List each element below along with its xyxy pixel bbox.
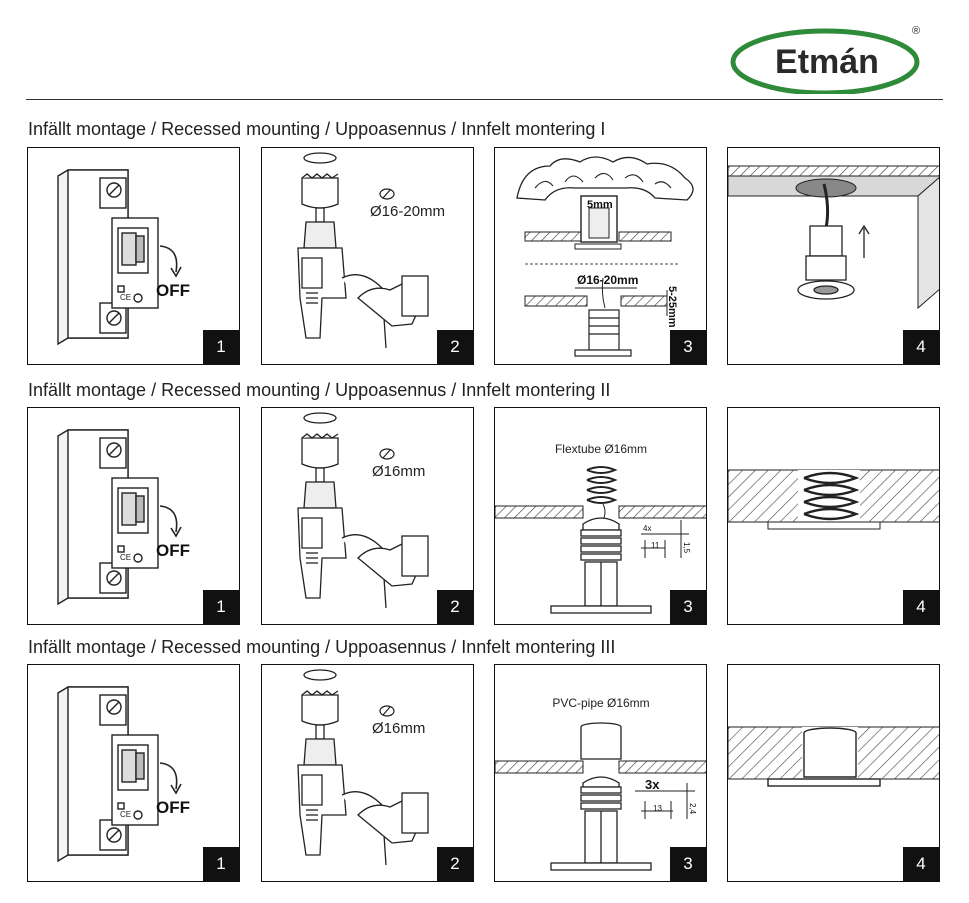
- off-label: OFF: [156, 798, 190, 817]
- step-number: 1: [203, 590, 239, 624]
- drill-illustration: Ø16-20mm: [297, 152, 445, 349]
- drill-illustration: Ø16mm: [297, 669, 429, 866]
- mounted-light-illustration: [728, 165, 939, 310]
- step-number: 3: [670, 590, 706, 624]
- hole-size-label: Ø16-20mm: [370, 203, 445, 220]
- installation-diagram: 5mm Ø16-20mm 5-25mm: [516, 156, 694, 357]
- breaker-off-illustration: CE OFF: [57, 429, 190, 606]
- panel-3-step-3: PVC-pipe Ø16mm 3x 13 2,4 3: [494, 664, 707, 882]
- breaker-off-illustration: CE OFF: [57, 686, 190, 863]
- section-title-3: Infällt montage / Recessed mounting / Up…: [28, 637, 616, 657]
- flextube-diagram: Flextube Ø16mm 4x 11 1,5: [495, 442, 706, 614]
- panel-1-step-4: 4: [727, 147, 940, 365]
- count-label: 4x: [643, 524, 651, 533]
- hole-size-label: Ø16mm: [372, 463, 425, 480]
- step-number: 3: [670, 330, 706, 364]
- svg-text:CE: CE: [120, 810, 131, 819]
- step-number: 3: [670, 847, 706, 881]
- pvc-pipe-diagram: PVC-pipe Ø16mm 3x 13 2,4: [495, 696, 706, 871]
- svg-text:CE: CE: [120, 553, 131, 562]
- depth-label: 5mm: [587, 199, 613, 211]
- step-number: 2: [437, 590, 473, 624]
- mounted-pipe-illustration: [728, 726, 939, 787]
- registered-mark: ®: [912, 25, 920, 37]
- svg-text:CE: CE: [120, 293, 131, 302]
- height-label: 2,4: [688, 803, 697, 815]
- tube-label: PVC-pipe Ø16mm: [552, 696, 649, 710]
- height-label: 1,5: [682, 542, 691, 554]
- panel-2-step-3: Flextube Ø16mm 4x 11 1,5: [494, 407, 707, 625]
- etman-logo: Etmán ®: [730, 22, 925, 96]
- panel-3-step-4: 4: [727, 664, 940, 882]
- mounted-flextube-illustration: [728, 469, 939, 530]
- tube-label: Flextube Ø16mm: [555, 442, 647, 456]
- thickness-label: 5-25mm: [666, 286, 678, 328]
- panel-2-step-2: Ø16mm 2: [261, 407, 474, 625]
- section-title-1: Infällt montage / Recessed mounting / Up…: [28, 119, 606, 139]
- step-number: 4: [903, 590, 939, 624]
- width-label: 13: [653, 804, 662, 813]
- hole-size-label: Ø16mm: [372, 720, 425, 737]
- panel-2-step-1: CE OFF 1: [27, 407, 240, 625]
- step-number: 2: [437, 847, 473, 881]
- panel-1-step-2: Ø16-20mm 2: [261, 147, 474, 365]
- panel-1-step-3: 5mm Ø16-20mm 5-25mm 3: [494, 147, 707, 365]
- step-number: 4: [903, 330, 939, 364]
- panel-2-step-4: 4: [727, 407, 940, 625]
- step-number: 1: [203, 847, 239, 881]
- step-number: 4: [903, 847, 939, 881]
- off-label: OFF: [156, 541, 190, 560]
- header-divider: [26, 99, 943, 100]
- width-label: 11: [651, 541, 660, 550]
- breaker-off-illustration: CE OFF: [57, 169, 190, 346]
- panel-3-step-2: Ø16mm 2: [261, 664, 474, 882]
- section-title-2: Infällt montage / Recessed mounting / Up…: [28, 380, 611, 400]
- panel-3-step-1: CE OFF 1: [27, 664, 240, 882]
- off-label: OFF: [156, 281, 190, 300]
- hole-size-label: Ø16-20mm: [577, 273, 638, 287]
- step-number: 2: [437, 330, 473, 364]
- drill-illustration: Ø16mm: [297, 412, 429, 609]
- panel-1-step-1: CE OFF 1: [27, 147, 240, 365]
- step-number: 1: [203, 330, 239, 364]
- logo-text: Etmán: [775, 43, 879, 81]
- count-label: 3x: [645, 777, 660, 792]
